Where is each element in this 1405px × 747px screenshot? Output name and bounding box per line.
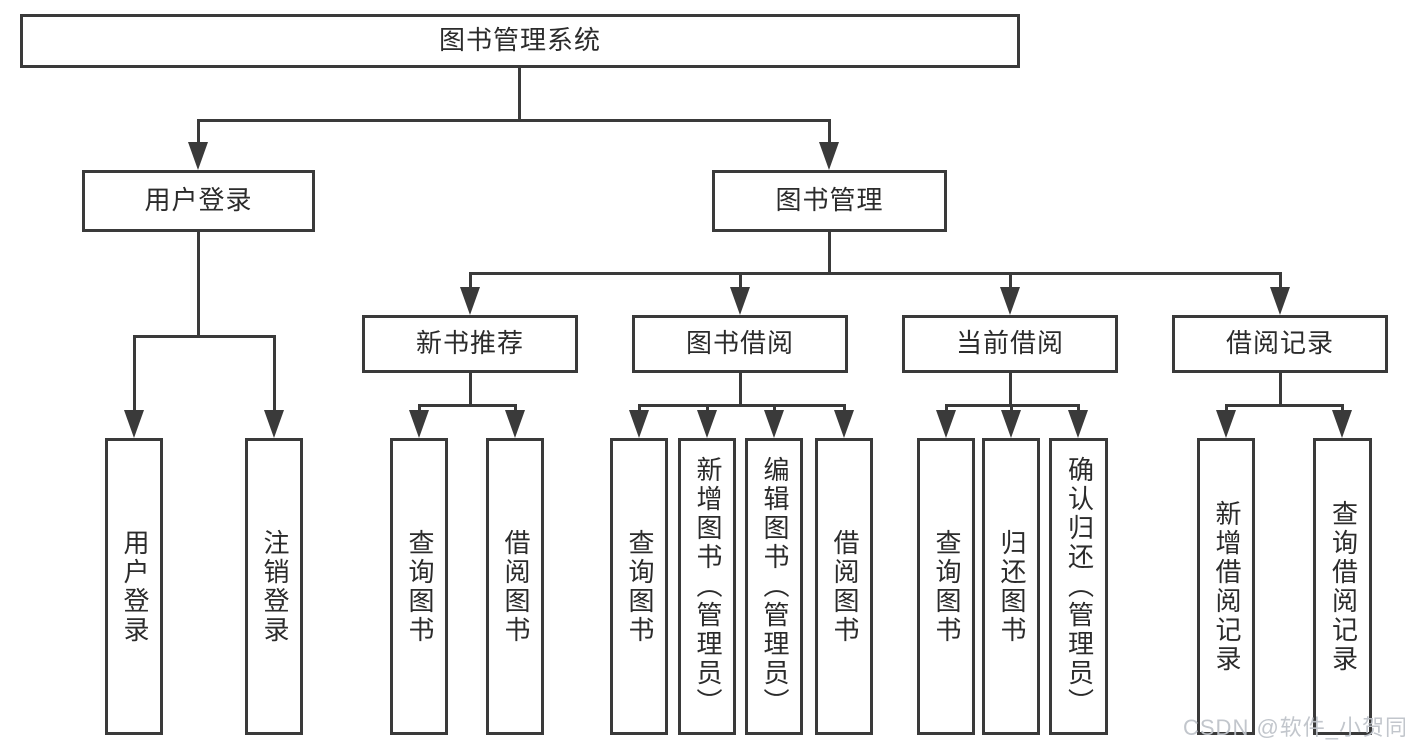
- leaf-bb-add-books-admin: 新增图书（管理员）: [678, 438, 736, 735]
- arrow-nb-query: [409, 410, 429, 438]
- connector-user-login-stem: [197, 232, 200, 337]
- arrow-br-add: [1216, 410, 1236, 438]
- connector-root-stem: [518, 68, 521, 121]
- connector-drop-book-borrow: [739, 272, 742, 290]
- leaf-cb-return-books: 归还图书: [982, 438, 1040, 735]
- arrow-cb-return: [1001, 410, 1021, 438]
- arrow-borrow-records: [1270, 287, 1290, 315]
- arrow-book-borrow: [730, 287, 750, 315]
- connector-drop-user-login: [197, 119, 200, 146]
- arrow-cb-query: [936, 410, 956, 438]
- connector-drop-cb-confirm: [1077, 404, 1080, 414]
- connector-drop-bb-add: [706, 404, 709, 414]
- arrow-bb-add: [697, 410, 717, 438]
- arrow-bb-borrow: [834, 410, 854, 438]
- connector-new-books-bar: [418, 404, 517, 407]
- leaf-user-login: 用户登录: [105, 438, 163, 735]
- connector-drop-br-add: [1225, 404, 1228, 414]
- connector-book-borrow-bar: [638, 404, 846, 407]
- connector-drop-book-management: [828, 119, 831, 146]
- arrow-cb-confirm: [1068, 410, 1088, 438]
- node-borrow-records: 借阅记录: [1172, 315, 1388, 373]
- node-user-login: 用户登录: [82, 170, 315, 232]
- node-new-book-recommend: 新书推荐: [362, 315, 578, 373]
- connector-borrow-records-bar: [1225, 404, 1343, 407]
- connector-drop-cb-return: [1010, 404, 1013, 414]
- node-book-management: 图书管理: [712, 170, 947, 232]
- csdn-watermark: CSDN @软件_小贺同学: [1183, 715, 1405, 740]
- arrow-nb-borrow: [505, 410, 525, 438]
- connector-drop-nb-borrow: [514, 404, 517, 414]
- connector-drop-bb-edit: [773, 404, 776, 414]
- connector-new-books-stem: [469, 373, 472, 406]
- arrow-bb-edit: [764, 410, 784, 438]
- node-root: 图书管理系统: [20, 14, 1020, 68]
- connector-drop-leaf-logout: [273, 335, 276, 412]
- arrow-bb-query: [629, 410, 649, 438]
- connector-book-borrow-stem: [739, 373, 742, 406]
- connector-user-login-bar: [133, 335, 276, 338]
- arrow-leaf-logout: [264, 410, 284, 438]
- arrow-book-management: [819, 142, 839, 170]
- leaf-br-query-record: 查询借阅记录: [1313, 438, 1372, 735]
- connector-book-management-stem: [828, 232, 831, 274]
- leaf-bb-query-books: 查询图书: [610, 438, 668, 735]
- connector-current-borrow-stem: [1009, 373, 1012, 406]
- leaf-nb-query-books: 查询图书: [390, 438, 448, 735]
- leaf-nb-borrow-books: 借阅图书: [486, 438, 544, 735]
- leaf-br-add-record: 新增借阅记录: [1197, 438, 1255, 735]
- leaf-bb-edit-books-admin: 编辑图书（管理员）: [745, 438, 803, 735]
- leaf-cb-confirm-return-admin: 确认归还（管理员）: [1049, 438, 1108, 735]
- arrow-br-query: [1332, 410, 1352, 438]
- leaf-bb-borrow-books: 借阅图书: [815, 438, 873, 735]
- connector-drop-new-books: [469, 272, 472, 290]
- node-current-borrow: 当前借阅: [902, 315, 1118, 373]
- node-book-borrow: 图书借阅: [632, 315, 848, 373]
- arrow-new-books: [460, 287, 480, 315]
- connector-drop-cb-query: [945, 404, 948, 414]
- leaf-logout: 注销登录: [245, 438, 303, 735]
- connector-root-bar: [197, 119, 831, 122]
- arrow-leaf-login: [124, 410, 144, 438]
- connector-drop-nb-query: [418, 404, 421, 414]
- connector-borrow-records-stem: [1279, 373, 1282, 406]
- connector-drop-bb-query: [638, 404, 641, 414]
- arrow-user-login: [188, 142, 208, 170]
- connector-drop-borrow-records: [1279, 272, 1282, 290]
- connector-drop-bb-borrow: [843, 404, 846, 414]
- connector-drop-br-query: [1341, 404, 1344, 414]
- leaf-cb-query-books: 查询图书: [917, 438, 975, 735]
- arrow-current-borrow: [1000, 287, 1020, 315]
- connector-book-management-bar: [469, 272, 1282, 275]
- connector-drop-current-borrow: [1009, 272, 1012, 290]
- connector-drop-leaf-login: [133, 335, 136, 412]
